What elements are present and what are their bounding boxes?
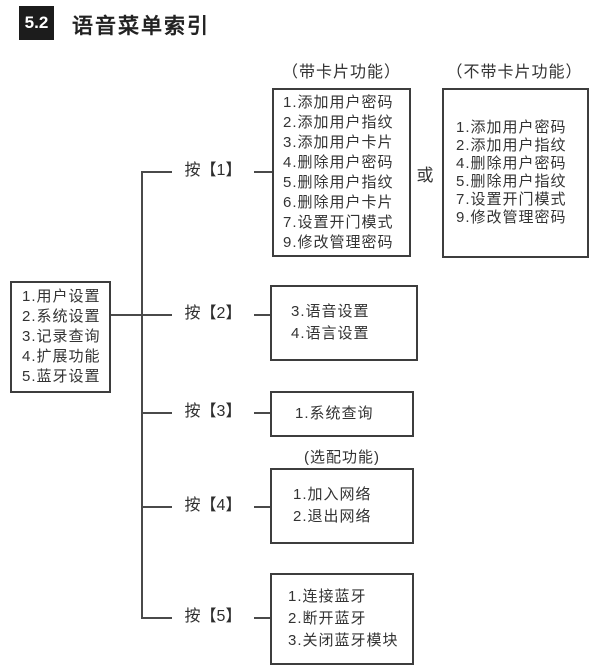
menu-item: 4.删除用户密码 <box>456 155 567 172</box>
menu-item: 1.用户设置 <box>22 288 101 305</box>
menu-item: 2.断开蓝牙 <box>288 610 367 627</box>
menu-item: 4.扩展功能 <box>22 348 101 365</box>
menu-item: 1.添加用户密码 <box>456 119 567 136</box>
voice-settings-menu-box: 3.语音设置 4.语言设置 <box>270 285 418 361</box>
without-card-menu-box: 1.添加用户密码 2.添加用户指纹 4.删除用户密码 5.删除用户指纹 7.设置… <box>442 88 589 258</box>
menu-item: 9.修改管理密码 <box>283 233 394 251</box>
menu-item: 3.语音设置 <box>291 303 370 320</box>
menu-item: 2.添加用户指纹 <box>283 113 394 131</box>
menu-item: 7.设置开门模式 <box>283 213 394 231</box>
with-card-header: （带卡片功能） <box>281 64 401 81</box>
menu-item: 4.语言设置 <box>291 325 370 342</box>
menu-item: 1.加入网络 <box>293 486 372 503</box>
branch-label-press-2: 按【2】 <box>172 303 254 325</box>
page-title: 语音菜单索引 <box>72 15 210 38</box>
menu-item: 2.退出网络 <box>293 508 372 525</box>
menu-item: 1.系统查询 <box>295 405 374 422</box>
with-card-menu-box: 1.添加用户密码 2.添加用户指纹 3.添加用户卡片 4.删除用户密码 5.删除… <box>272 88 411 257</box>
menu-item: 9.修改管理密码 <box>456 209 567 226</box>
network-menu-box: 1.加入网络 2.退出网络 <box>270 468 414 544</box>
section-number-badge: 5.2 <box>19 6 54 40</box>
menu-item: 3.记录查询 <box>22 328 101 345</box>
root-menu-box: 1.用户设置 2.系统设置 3.记录查询 4.扩展功能 5.蓝牙设置 <box>10 281 111 393</box>
menu-item: 6.删除用户卡片 <box>283 193 394 211</box>
menu-item: 3.关闭蓝牙模块 <box>288 632 399 649</box>
menu-item: 2.添加用户指纹 <box>456 137 567 154</box>
menu-item: 5.蓝牙设置 <box>22 368 101 385</box>
or-label: 或 <box>412 161 438 186</box>
menu-item: 1.连接蓝牙 <box>288 588 367 605</box>
branch-label-press-1: 按【1】 <box>172 160 254 182</box>
branch-label-press-5: 按【5】 <box>172 606 254 628</box>
menu-item: 2.系统设置 <box>22 308 101 325</box>
menu-item: 4.删除用户密码 <box>283 153 394 171</box>
menu-item: 7.设置开门模式 <box>456 191 567 208</box>
trunk-line <box>141 171 143 619</box>
menu-item: 3.添加用户卡片 <box>283 133 394 151</box>
without-card-header: （不带卡片功能） <box>446 64 583 81</box>
menu-item: 5.删除用户指纹 <box>283 173 394 191</box>
menu-item: 5.删除用户指纹 <box>456 173 567 190</box>
system-query-menu-box: 1.系统查询 <box>270 391 414 437</box>
branch-label-press-3: 按【3】 <box>172 401 254 423</box>
optional-feature-header: (选配功能) <box>304 449 380 466</box>
bluetooth-menu-box: 1.连接蓝牙 2.断开蓝牙 3.关闭蓝牙模块 <box>270 573 414 665</box>
menu-item: 1.添加用户密码 <box>283 93 394 111</box>
branch-label-press-4: 按【4】 <box>172 495 254 517</box>
